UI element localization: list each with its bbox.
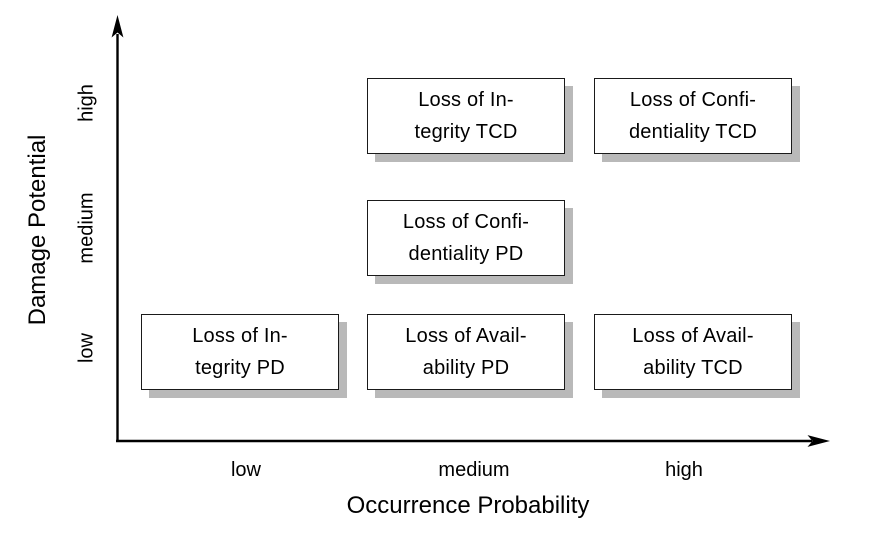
matrix-box-loss-of-integrity-tcd: Loss of In- tegrity TCD: [367, 78, 565, 154]
matrix-box-line: dentiality TCD: [628, 121, 758, 143]
matrix-box-line: tegrity TCD: [414, 121, 518, 143]
x-axis-arrowhead: [807, 435, 830, 447]
matrix-box-loss-of-confidentiality-tcd: Loss of Confi- dentiality TCD: [594, 78, 792, 154]
x-tick-label-medium: medium: [438, 459, 510, 481]
x-axis-title: Occurrence Probability: [346, 492, 590, 519]
matrix-box-loss-of-availability-pd: Loss of Avail- ability PD: [367, 314, 565, 390]
matrix-box-line: tegrity PD: [195, 357, 285, 379]
matrix-box-line: Loss of Avail-: [632, 325, 754, 347]
matrix-box-loss-of-integrity-pd: Loss of In- tegrity PD: [141, 314, 339, 390]
matrix-box-line: Loss of In-: [418, 89, 514, 111]
matrix-box-loss-of-availability-tcd: Loss of Avail- ability TCD: [594, 314, 792, 390]
matrix-box-line: dentiality PD: [408, 243, 524, 265]
matrix-box-line: ability PD: [422, 357, 510, 379]
matrix-box-line: Loss of Avail-: [405, 325, 527, 347]
y-tick-label-low: low: [75, 332, 98, 364]
y-axis-arrowhead: [111, 15, 124, 38]
x-tick-label-high: high: [665, 459, 703, 481]
y-tick-label-high: high: [75, 84, 98, 122]
matrix-box-loss-of-confidentiality-pd: Loss of Confi- dentiality PD: [367, 200, 565, 276]
matrix-box-line: Loss of In-: [192, 325, 288, 347]
y-axis-title: Damage Potential: [24, 134, 51, 326]
y-tick-label-medium: medium: [75, 192, 98, 264]
matrix-box-line: ability TCD: [643, 357, 743, 379]
matrix-box-line: Loss of Confi-: [402, 211, 530, 233]
matrix-box-line: Loss of Confi-: [629, 89, 757, 111]
x-tick-label-low: low: [230, 459, 262, 481]
